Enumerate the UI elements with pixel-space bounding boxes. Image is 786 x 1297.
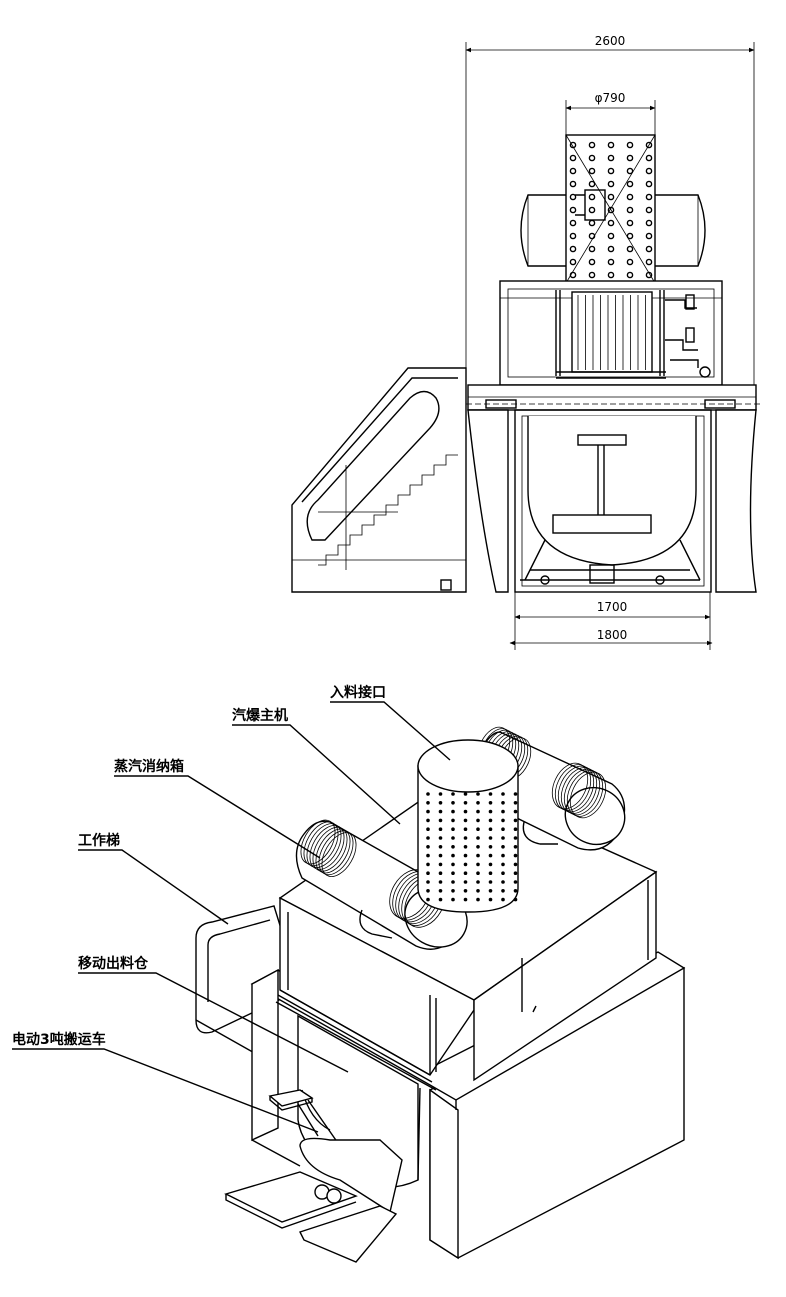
label-work-ladder: 工作梯 (78, 832, 120, 849)
front-elevation-view: 2600 φ790 (291, 34, 762, 650)
feed-cylinder-iso (417, 739, 519, 913)
label-feed-inlet: 入料接口 (330, 684, 386, 701)
main-body-front (499, 280, 723, 386)
base-box-iso (250, 951, 686, 1260)
label-steam-main: 汽爆主机 (232, 707, 288, 724)
stair-tower-front (291, 367, 467, 593)
dim-1700-text: 1700 (597, 600, 628, 614)
dim-2600-text: 2600 (595, 34, 626, 48)
discharge-bin-front (520, 416, 701, 585)
lower-frame-front (467, 409, 757, 593)
dimension-bottom: 1700 1800 (509, 592, 713, 650)
dimension-inlet-diameter: φ790 (565, 91, 656, 135)
dimension-overall-width: 2600 (465, 34, 755, 400)
dim-790-text: φ790 (595, 91, 626, 105)
platform-front (466, 384, 762, 411)
electric-cart-iso (224, 1089, 403, 1263)
label-steam-silencer: 蒸汽消纳箱 (114, 758, 184, 775)
label-electric-cart: 电动3吨搬运车 (12, 1031, 106, 1048)
label-mobile-bin: 移动出料仓 (78, 955, 149, 972)
callout-labels: 入料接口 汽爆主机 蒸汽消纳箱 工作梯 移动出料仓 电动3吨搬运车 (12, 684, 451, 1133)
dim-1800-text: 1800 (597, 628, 628, 642)
isometric-view: 入料接口 汽爆主机 蒸汽消纳箱 工作梯 移动出料仓 电动3吨搬运车 (12, 684, 686, 1263)
feed-cylinder-front (565, 134, 656, 284)
